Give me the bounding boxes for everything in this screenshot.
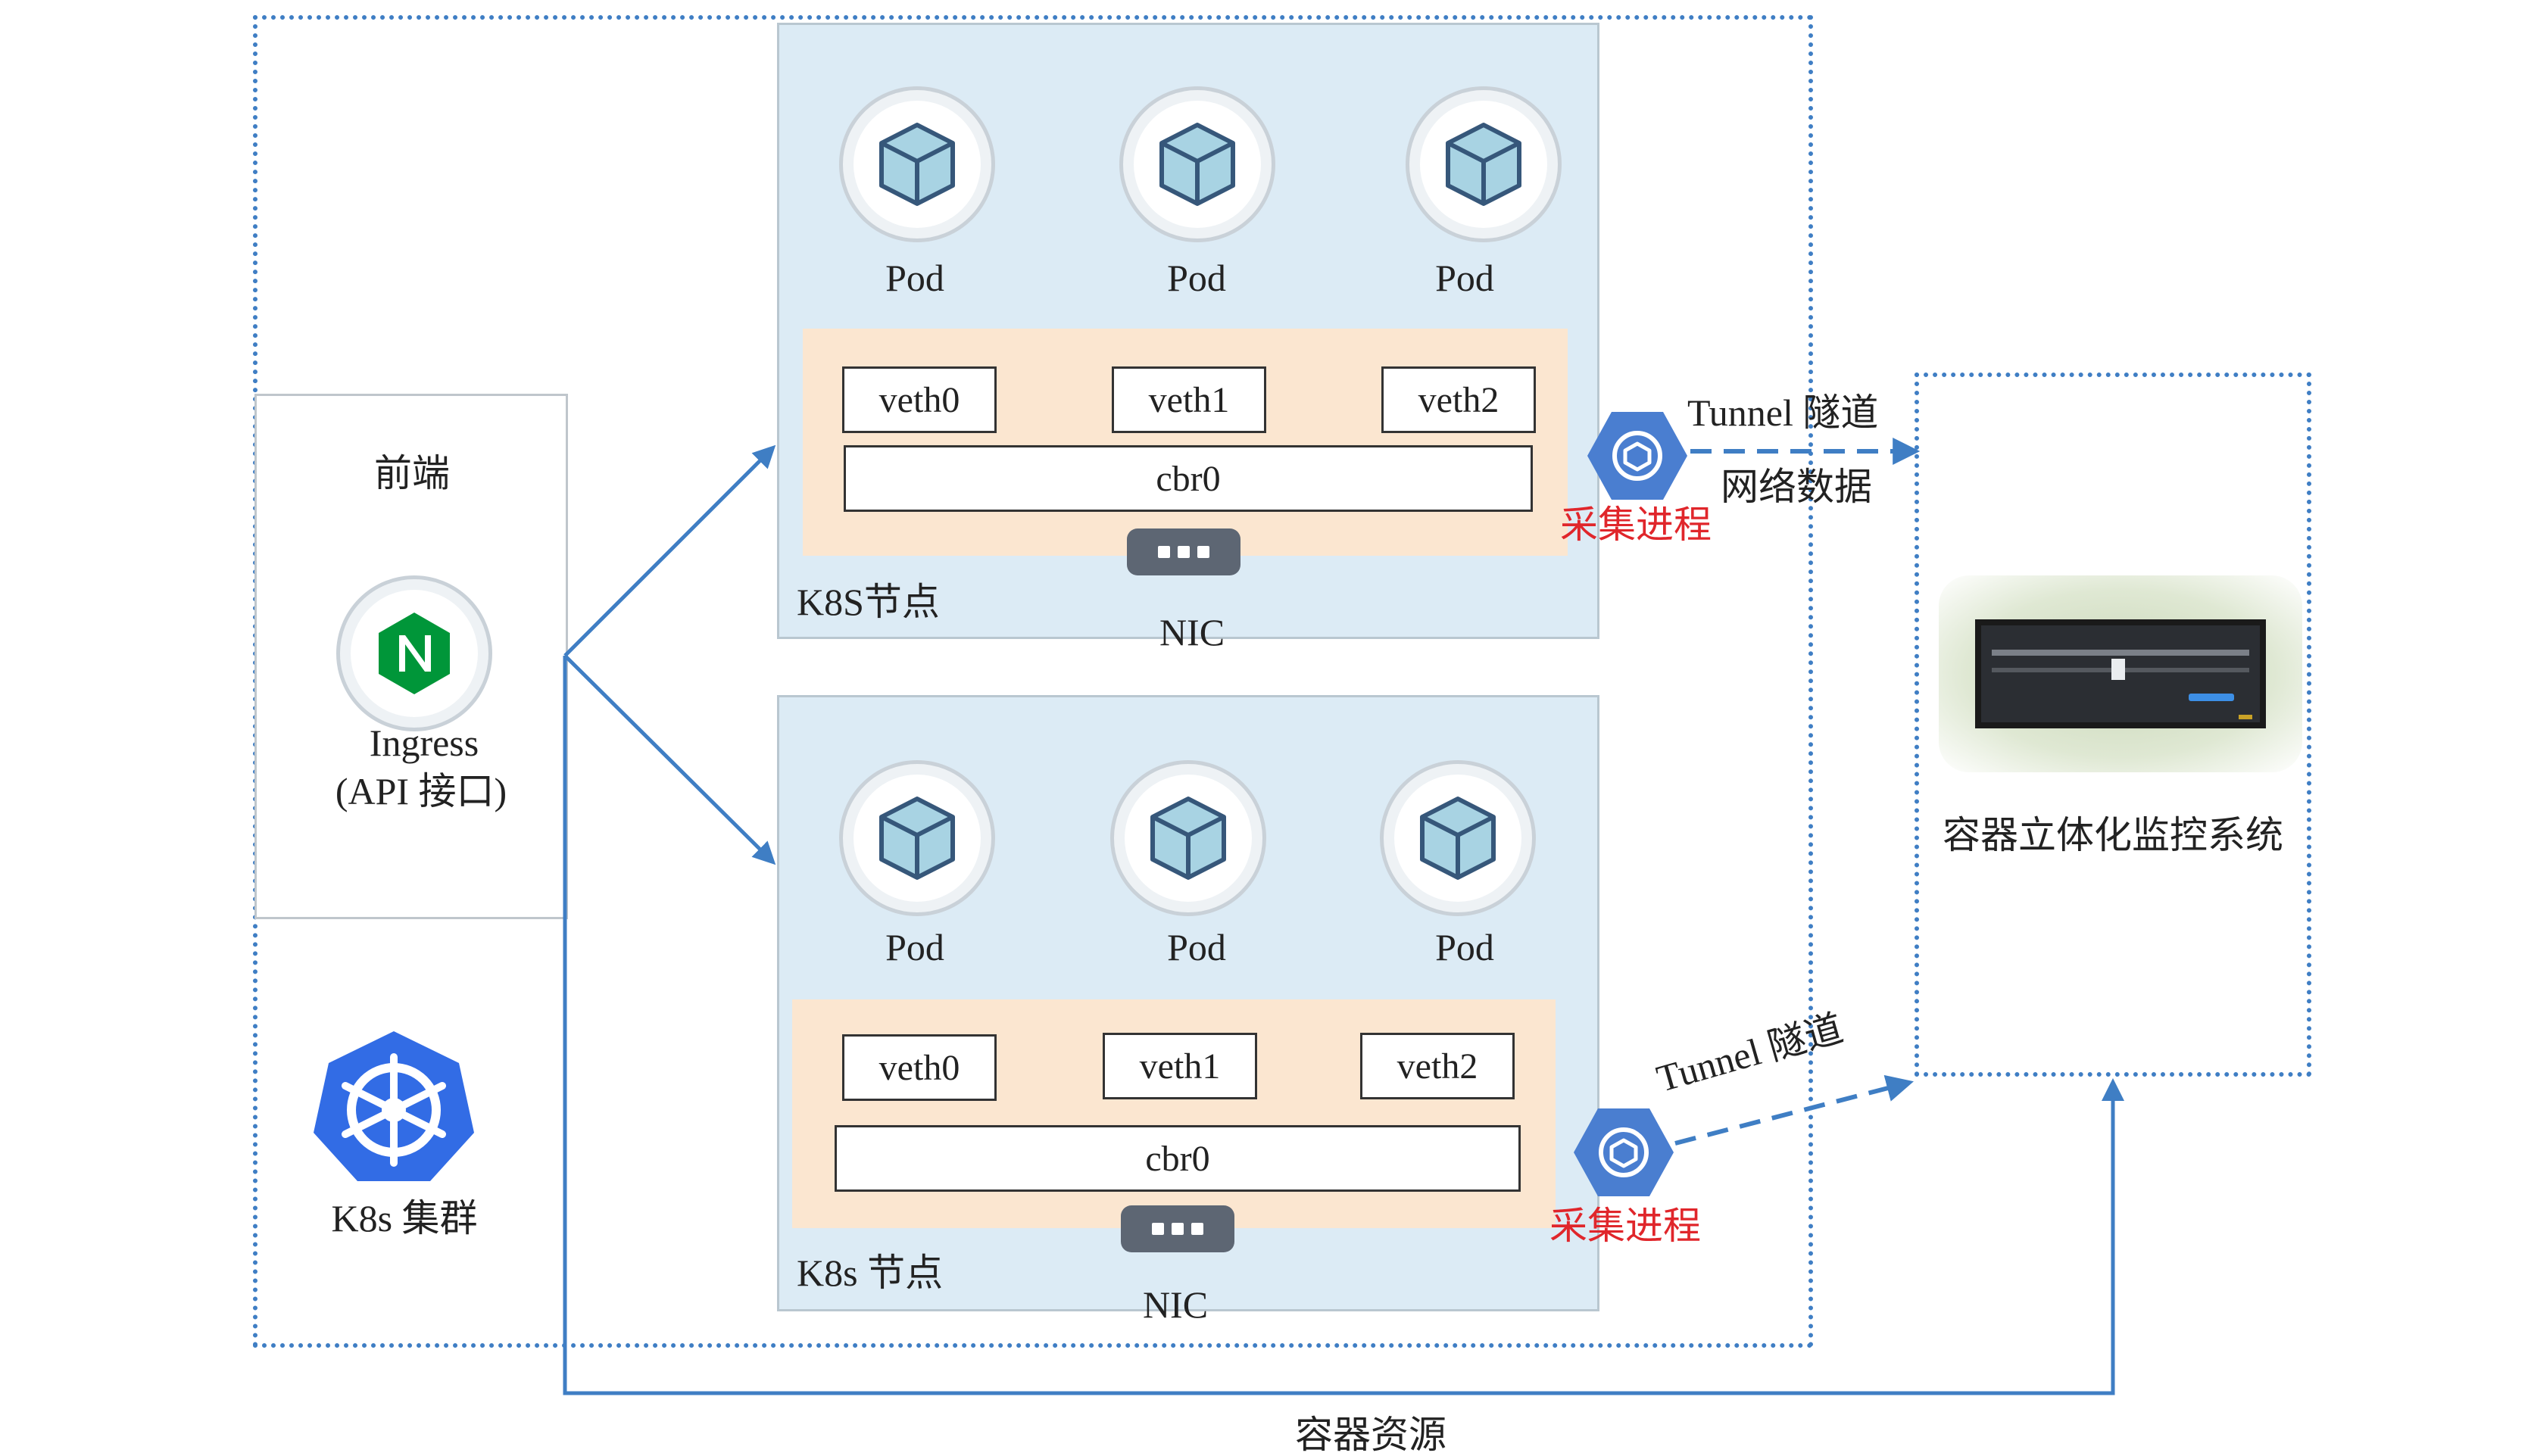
network-data-label: 网络数据 (1721, 466, 1872, 508)
pod-1-2[interactable] (1119, 86, 1275, 242)
pod-label: Pod (1167, 926, 1226, 968)
veth1-box[interactable]: veth1 (1112, 366, 1266, 433)
nic-label: NIC (1159, 611, 1225, 653)
cube-icon (1159, 123, 1235, 206)
veth2-box[interactable]: veth2 (1381, 366, 1536, 433)
pod-1-1[interactable] (839, 86, 995, 242)
cube-icon (1150, 797, 1226, 880)
veth0-box[interactable]: veth0 (842, 366, 997, 433)
monitor-label: 容器立体化监控系统 (1943, 814, 2283, 856)
nginx-logo (379, 613, 450, 694)
node-label: K8S节点 (797, 581, 940, 623)
cbr0-bridge[interactable]: cbr0 (844, 445, 1533, 512)
cube-icon (1446, 123, 1521, 206)
tunnel-label: Tunnel 隧道 (1687, 391, 1879, 434)
collector-label: 采集进程 (1549, 1205, 1701, 1247)
network-card-icon (1127, 528, 1240, 575)
cube-icon (1420, 797, 1496, 880)
pod-label: Pod (1435, 257, 1494, 299)
veth2-box[interactable]: veth2 (1360, 1033, 1515, 1099)
pod-label: Pod (885, 257, 944, 299)
pod-1-3[interactable] (1406, 86, 1562, 242)
container-resources-label: 容器资源 (1295, 1414, 1446, 1456)
pod-label: Pod (885, 926, 944, 968)
cluster-label: K8s 集群 (331, 1197, 478, 1239)
frontend-panel (254, 394, 568, 919)
pod-label: Pod (1435, 926, 1494, 968)
frontend-title: 前端 (374, 452, 450, 494)
nic-label: NIC (1142, 1283, 1209, 1326)
bridge-area-1 (803, 329, 1568, 556)
cbr0-bridge[interactable]: cbr0 (835, 1125, 1521, 1192)
node-label: K8s 节点 (797, 1252, 944, 1294)
pod-2-3[interactable] (1380, 760, 1536, 916)
network-card-icon (1121, 1205, 1234, 1252)
pod-2-2[interactable] (1110, 760, 1266, 916)
veth1-box[interactable]: veth1 (1103, 1033, 1257, 1099)
cube-icon (879, 797, 955, 880)
collector-label: 采集进程 (1560, 504, 1712, 546)
hexagon-cube-icon[interactable] (1572, 1105, 1675, 1199)
pod-2-1[interactable] (839, 760, 995, 916)
ingress-sub-label: (API 接口) (335, 770, 507, 812)
cube-icon (879, 123, 955, 206)
pod-label: Pod (1167, 257, 1226, 299)
ingress-label: Ingress (369, 722, 479, 764)
kubernetes-helm-icon (311, 1027, 477, 1186)
veth0-box[interactable]: veth0 (842, 1034, 997, 1101)
server-rack-icon (1939, 575, 2302, 772)
nginx-icon[interactable] (336, 575, 492, 731)
hexagon-cube-icon[interactable] (1586, 409, 1689, 503)
